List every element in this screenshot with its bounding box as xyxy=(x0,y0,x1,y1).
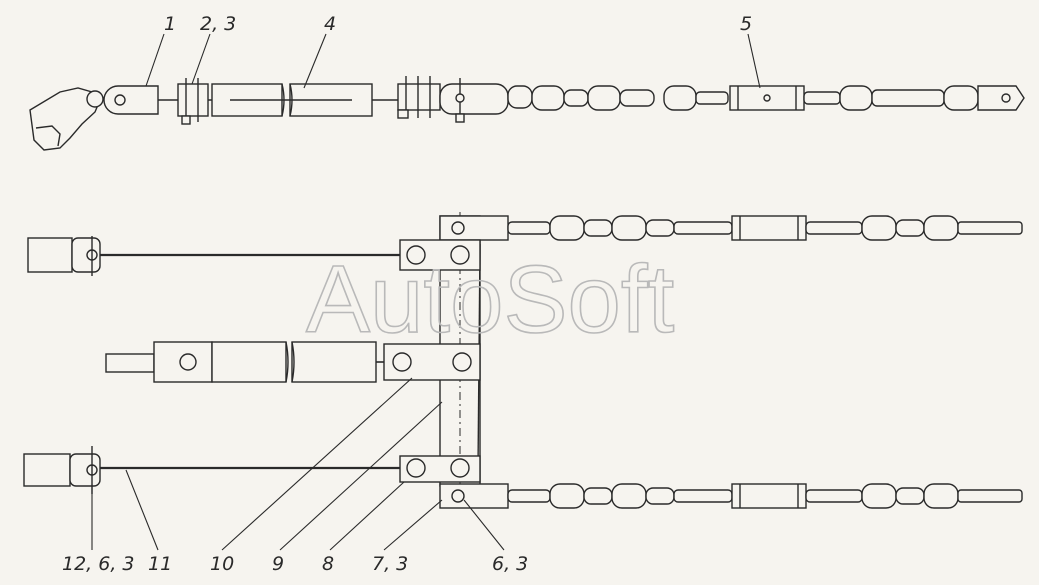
callout-2-3: 2, 3 xyxy=(200,13,236,35)
callout-4: 4 xyxy=(324,13,336,35)
callout-8: 8 xyxy=(322,553,334,575)
bracket-part-2-3 xyxy=(177,83,209,117)
top-assembly xyxy=(29,76,1025,151)
top-coupling xyxy=(397,83,441,111)
callouts: 1 2, 3 4 5 12, 6, 3 11 10 9 8 7, 3 6, 3 xyxy=(62,13,752,575)
top-chain xyxy=(507,85,729,111)
callout-9: 9 xyxy=(272,553,284,575)
callout-10: 10 xyxy=(210,553,234,575)
turnbuckle-lower xyxy=(731,483,807,509)
callout-7-3: 7, 3 xyxy=(372,553,408,575)
callout-6-3: 6, 3 xyxy=(492,553,528,575)
bottom-assembly xyxy=(23,212,1023,509)
callout-12-6-3: 12, 6, 3 xyxy=(62,553,135,575)
clevis-part-1 xyxy=(103,85,159,115)
top-hook xyxy=(29,87,101,151)
watermark: AutoSoft xyxy=(306,246,674,353)
callout-11: 11 xyxy=(148,553,172,575)
top-end-plate xyxy=(977,85,1025,111)
turnbuckle-upper xyxy=(731,215,807,241)
callout-5: 5 xyxy=(740,13,752,35)
callout-1: 1 xyxy=(164,13,176,35)
leader-lines xyxy=(91,33,761,551)
